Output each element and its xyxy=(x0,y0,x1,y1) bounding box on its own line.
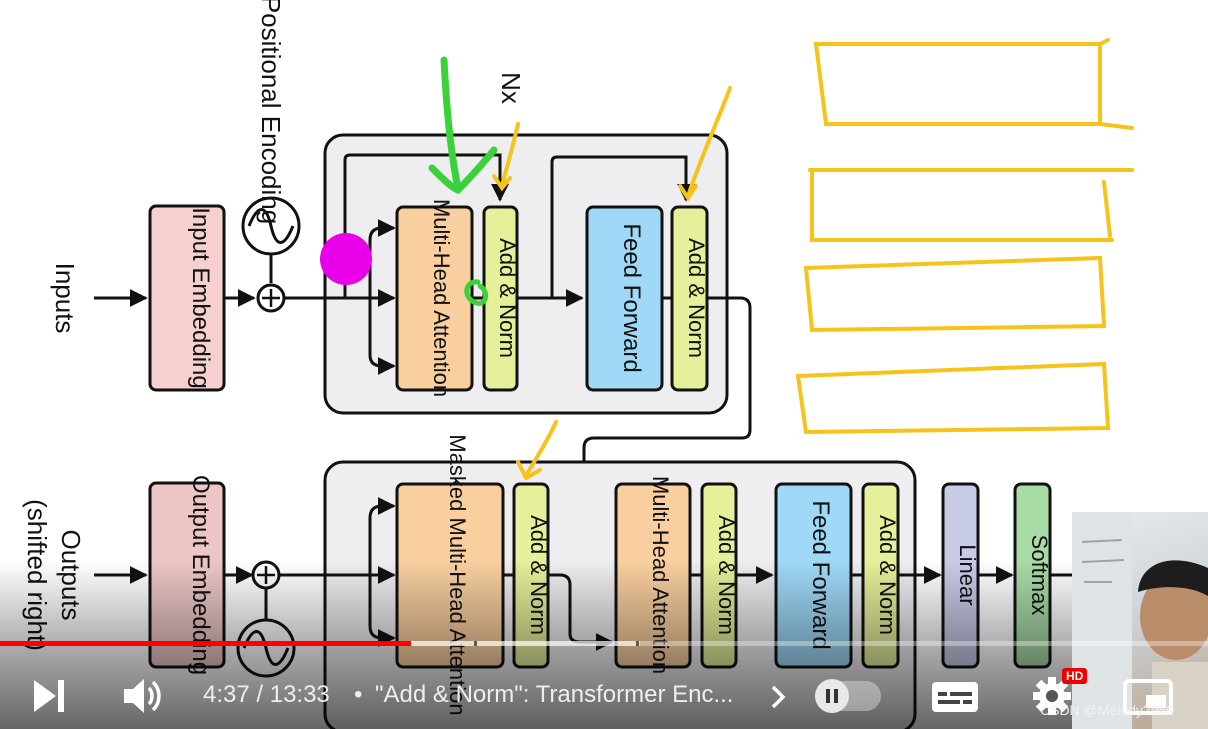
volume-icon xyxy=(124,679,161,713)
encoder-block xyxy=(323,133,729,415)
webcam-overlay xyxy=(1072,512,1208,729)
magenta-dot-annotation xyxy=(320,233,372,285)
pause-icon xyxy=(826,689,838,703)
input-embedding-label: Input Embedding xyxy=(187,207,214,388)
encoder-attention-label: Multi-Head Attention xyxy=(429,199,454,397)
decoder-add-norm-2-label: Add & Norm xyxy=(714,515,739,635)
encoder-add-norm-2-label: Add & Norm xyxy=(684,238,709,358)
encoder-feed-forward-label: Feed Forward xyxy=(618,223,645,372)
volume-button[interactable] xyxy=(122,676,166,716)
inputs-label: Inputs xyxy=(50,263,80,334)
gear-icon xyxy=(1033,677,1071,715)
linear-label: Linear xyxy=(955,544,980,605)
autoplay-toggle[interactable] xyxy=(815,679,881,713)
hd-badge: HD xyxy=(1062,668,1088,684)
chapter-title[interactable]: "Add & Norm": Transformer Enc... xyxy=(375,681,734,708)
chapter-next-button[interactable] xyxy=(768,684,788,710)
chevron-right-icon xyxy=(771,685,786,709)
softmax-label: Softmax xyxy=(1027,535,1052,616)
chapter-marker xyxy=(636,641,639,646)
subtitles-button[interactable] xyxy=(930,680,980,714)
settings-button[interactable] xyxy=(1030,674,1074,718)
progress-played xyxy=(0,641,411,646)
miniplayer-icon xyxy=(1123,679,1173,715)
decoder-masked-attention-label: Masked Multi-Head Attention xyxy=(445,434,470,715)
subtitles-icon xyxy=(932,682,978,712)
outputs-label: Outputs xyxy=(56,529,86,620)
next-button[interactable] xyxy=(30,678,70,714)
toggle-knob xyxy=(815,679,849,713)
decoder-add-norm-3-label: Add & Norm xyxy=(875,515,900,635)
chapter-separator: • xyxy=(354,681,363,708)
decoder-feed-forward-label: Feed Forward xyxy=(807,500,834,649)
time-display: 4:37 / 13:33 xyxy=(203,681,330,708)
green-arrow-annotation xyxy=(428,56,498,195)
nx-label: Nx xyxy=(496,72,526,104)
encoder-add-norm-1-label: Add & Norm xyxy=(495,238,520,358)
watermark: CSDN @Melody2050 xyxy=(1040,702,1175,718)
positional-encoding-label: Positional Encoding xyxy=(256,0,286,224)
green-circle-annotation xyxy=(464,279,489,306)
decoder-add-norm-1-label: Add & Norm xyxy=(526,515,551,635)
outputs-shifted-label: (shifted right) xyxy=(22,499,52,651)
yellow-annotations xyxy=(492,38,1134,481)
next-icon xyxy=(34,680,64,712)
chapter-marker xyxy=(474,641,477,646)
progress-bar[interactable] xyxy=(0,641,1208,646)
miniplayer-button[interactable] xyxy=(1122,678,1174,716)
